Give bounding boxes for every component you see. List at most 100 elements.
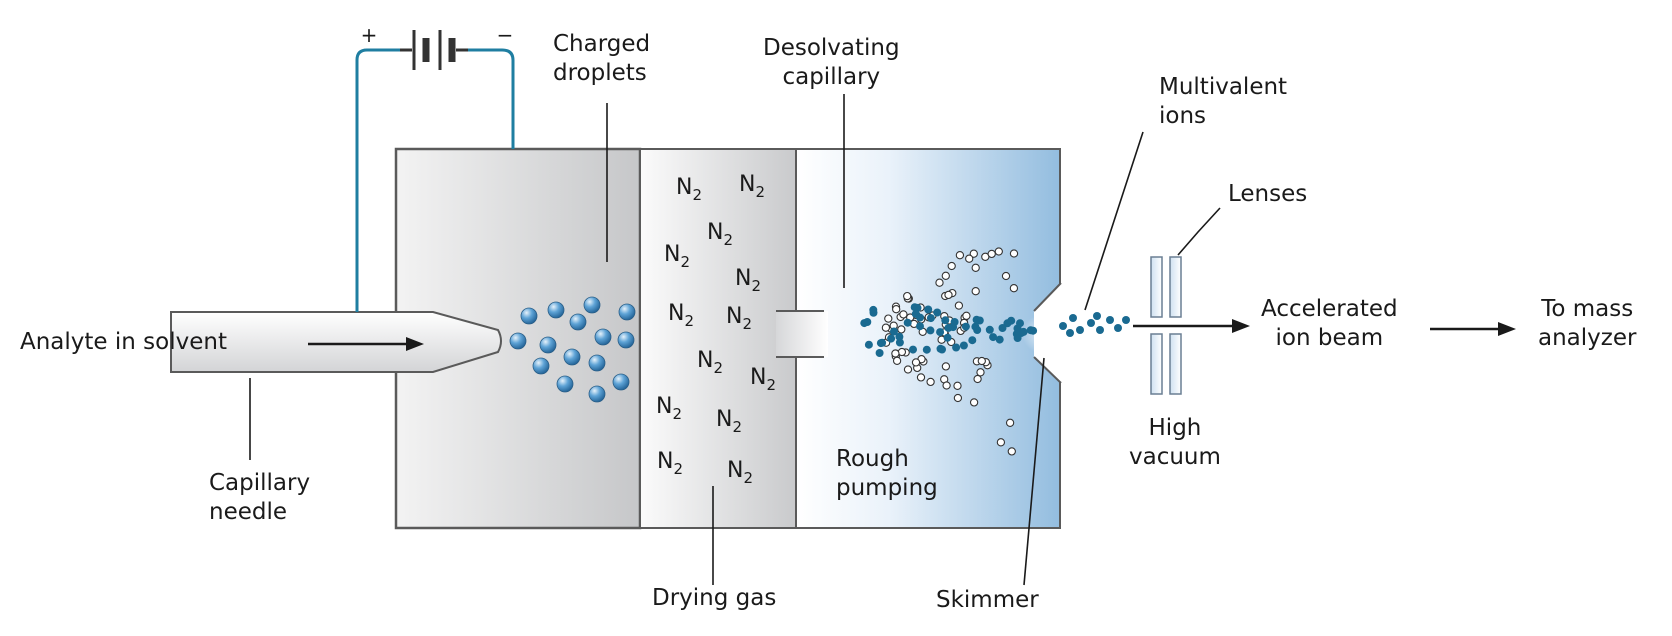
capillary-needle xyxy=(170,311,502,373)
ion xyxy=(895,338,904,347)
ion xyxy=(860,319,869,328)
ion xyxy=(975,316,984,325)
n2-molecule: N2 xyxy=(676,175,703,204)
neutral-droplet xyxy=(916,373,926,382)
neutral-droplet xyxy=(941,271,950,280)
ion xyxy=(903,318,912,327)
lenses-label: Lenses xyxy=(1228,181,1308,207)
n2-molecule: N2 xyxy=(727,458,754,487)
neutral-droplet xyxy=(944,290,953,300)
ion xyxy=(1066,329,1074,337)
to-analyzer-arrow xyxy=(1430,322,1516,336)
ion xyxy=(1106,316,1114,324)
lens-plate xyxy=(1150,333,1163,395)
neutral-droplet xyxy=(903,365,913,374)
n2-molecule: N2 xyxy=(656,394,683,423)
ion xyxy=(1122,316,1130,324)
neutral-droplet xyxy=(971,287,980,296)
neutral-droplet xyxy=(996,438,1006,447)
neutral-droplet xyxy=(965,254,974,263)
ion xyxy=(911,309,920,318)
lens-plate xyxy=(1169,256,1182,318)
neutral-droplet xyxy=(969,398,979,407)
ion xyxy=(933,308,942,317)
neutral-droplet xyxy=(955,251,965,260)
ion-cloud xyxy=(860,247,1130,456)
ion xyxy=(952,343,961,352)
droplet xyxy=(569,313,587,331)
ion xyxy=(985,325,994,334)
skimmer-label: Skimmer xyxy=(936,587,1039,613)
ion xyxy=(1096,326,1104,334)
ion xyxy=(998,324,1007,332)
neutral-droplet xyxy=(954,301,964,310)
ion xyxy=(924,305,933,314)
neutral-droplet xyxy=(977,356,986,366)
ion xyxy=(1087,319,1095,327)
ion xyxy=(864,340,873,349)
droplet xyxy=(539,336,557,354)
neutral-droplet xyxy=(892,356,902,365)
solvent-flow-arrow xyxy=(308,337,424,351)
leader-multivalent-ions xyxy=(1084,131,1144,311)
charged-droplets-cluster xyxy=(509,296,636,403)
neutral-droplet xyxy=(976,368,985,377)
ion xyxy=(869,308,878,317)
ion xyxy=(1019,327,1028,336)
n2-molecule: N2 xyxy=(707,220,734,249)
ion xyxy=(890,327,898,336)
minus-terminal: − xyxy=(497,23,514,47)
ion xyxy=(909,345,917,354)
droplet xyxy=(532,357,550,375)
n2-molecule: N2 xyxy=(668,301,695,330)
neutral-droplet xyxy=(953,381,962,390)
droplet xyxy=(617,331,635,349)
ion xyxy=(926,326,935,335)
ion xyxy=(913,303,922,312)
neutral-droplet xyxy=(1001,271,1011,281)
drying-gas-label: Drying gas xyxy=(652,585,777,611)
neutral-droplet xyxy=(994,247,1003,256)
droplet xyxy=(547,301,565,319)
neutral-droplet xyxy=(1005,418,1015,427)
ion xyxy=(943,333,952,342)
n2-molecule: N2 xyxy=(657,449,684,478)
n2-molecule: N2 xyxy=(664,242,691,271)
ion xyxy=(968,336,977,345)
neutral-droplet xyxy=(897,325,906,334)
neutral-droplet xyxy=(953,393,963,403)
neutral-droplet xyxy=(947,261,956,271)
plus-terminal: + xyxy=(361,23,378,47)
neutral-droplet xyxy=(962,311,971,320)
ion xyxy=(1114,324,1122,332)
ion xyxy=(995,335,1004,344)
ion xyxy=(878,338,887,347)
ion xyxy=(936,328,945,337)
ion xyxy=(895,332,904,341)
n2-molecule: N2 xyxy=(739,172,766,201)
n2-molecule: N2 xyxy=(716,407,743,436)
lens-plate xyxy=(1150,256,1163,318)
voltage-source xyxy=(355,30,515,312)
ion xyxy=(944,323,953,332)
neutral-droplet xyxy=(903,291,912,301)
ion xyxy=(959,341,968,350)
neutral-droplet xyxy=(987,249,996,259)
neutral-droplet xyxy=(891,349,900,358)
ion xyxy=(875,349,884,357)
neutral-droplet xyxy=(971,263,980,272)
ion xyxy=(1059,322,1067,330)
neutral-droplet xyxy=(881,323,891,332)
neutral-droplet xyxy=(942,381,951,390)
ion xyxy=(922,345,931,354)
neutral-droplet xyxy=(935,278,944,287)
n2-molecule: N2 xyxy=(735,266,762,295)
lenses xyxy=(1150,256,1182,395)
ion xyxy=(950,318,959,326)
droplet xyxy=(520,307,538,325)
